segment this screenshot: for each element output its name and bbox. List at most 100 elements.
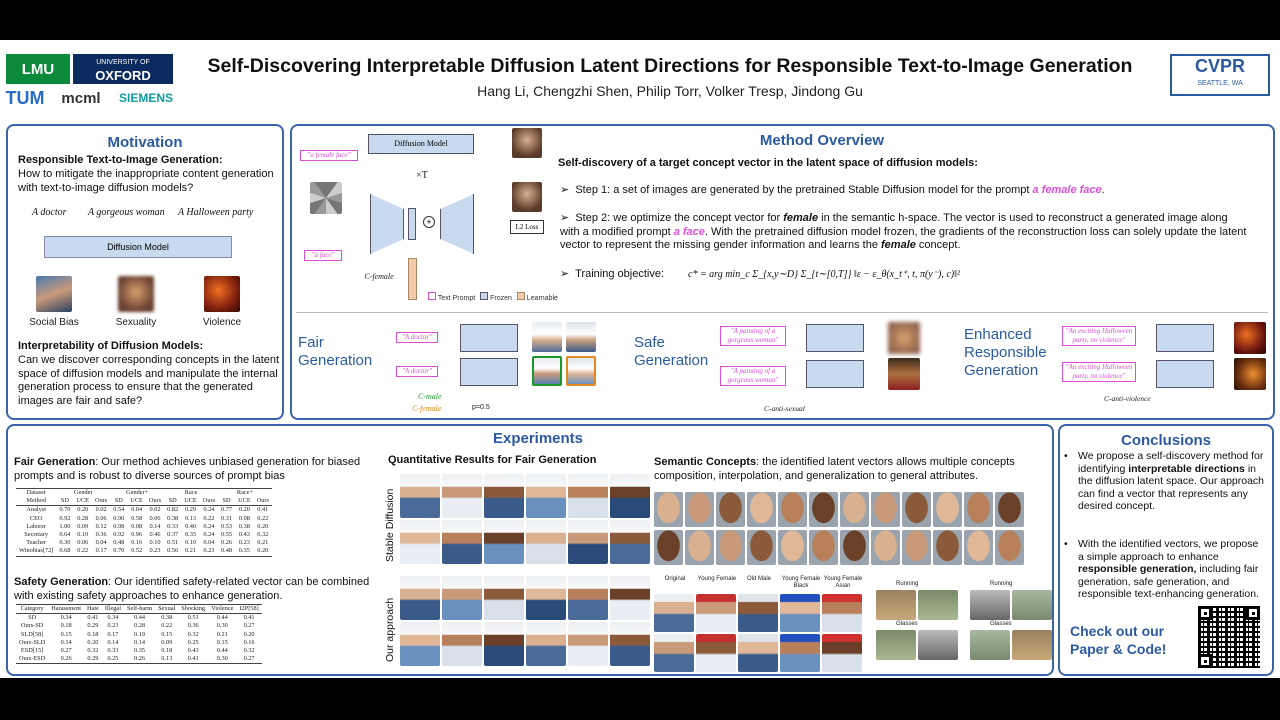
fair-table-cell: 0.29 xyxy=(184,506,196,514)
fair-generation-text: Fair Generation: Our method achieves unb… xyxy=(14,456,361,482)
semantic-image xyxy=(840,530,869,565)
composition-image xyxy=(780,634,820,672)
fair-ours-image-2 xyxy=(566,356,596,386)
social-bias-image xyxy=(36,276,72,312)
fair-table-column-header: SD xyxy=(168,497,177,505)
safety-table-cell: 0.20 xyxy=(87,638,99,646)
safety-table-cell: Ours-SD xyxy=(20,622,44,630)
app-fair-title: Fair Generation xyxy=(298,334,373,369)
fair-table-group: Gender+ xyxy=(126,489,149,496)
quant-image xyxy=(610,474,650,518)
legend-frozen: Frozen xyxy=(490,295,512,302)
violence-caption: Violence xyxy=(202,317,242,328)
app-safe-unet-2 xyxy=(806,360,864,388)
fair-table-cell: 0.70 xyxy=(113,547,125,555)
fair-table-cell: 0.56 xyxy=(167,547,179,555)
prompt-doctor: A doctor xyxy=(32,207,67,218)
fair-table-cell: Teacher xyxy=(26,539,47,547)
fair-table-cell: 0.22 xyxy=(203,514,215,522)
composition-image xyxy=(696,594,736,632)
experiments-panel: Experiments Fair Generation: Our method … xyxy=(6,424,1054,676)
fair-table-cell: 0.22 xyxy=(257,514,269,522)
unet-bottleneck xyxy=(408,208,416,240)
quant-image xyxy=(442,622,482,666)
fair-ours-image-1 xyxy=(532,356,562,386)
unet-decoder xyxy=(440,194,474,254)
safety-table-cell: 0.26 xyxy=(134,655,146,663)
fair-table-cell: Secretary xyxy=(24,531,49,539)
fair-table-cell: 0.36 xyxy=(95,531,107,539)
generalization-image xyxy=(876,630,916,660)
safety-table-cell: 0.36 xyxy=(187,622,199,630)
fair-table-cell: 0.32 xyxy=(257,531,269,539)
fair-table-cell: 0.08 xyxy=(238,514,250,522)
safety-table-cell: 0.44 xyxy=(216,647,228,655)
fair-table-cell: 0.06 xyxy=(149,514,161,522)
safety-generation-text: Safety Generation: Our identified safety… xyxy=(14,576,370,602)
app-enhanced-title: Enhanced Responsible Generation xyxy=(964,326,1047,379)
semantic-image xyxy=(809,492,838,527)
fair-table-cell: 0.04 xyxy=(131,506,143,514)
diagram-recon-face xyxy=(512,182,542,212)
fair-table-cell: Laborer xyxy=(26,522,47,530)
safety-table-cell: 0.34 xyxy=(107,614,119,622)
safety-table-cell: ESD[15] xyxy=(20,647,44,655)
safety-table-cell: 0.18 xyxy=(161,647,173,655)
sexuality-image xyxy=(118,276,154,312)
app-safe-title: Safe Generation xyxy=(634,334,709,369)
quant-image xyxy=(484,474,524,518)
fair-table-cell: 0.02 xyxy=(95,506,107,514)
method-objective-label: ➢ Training objective: xyxy=(560,268,664,280)
semantic-image xyxy=(902,492,931,527)
fair-table-cell: Winobias[72] xyxy=(19,547,54,555)
fair-table-cell: 0.92 xyxy=(59,514,71,522)
fair-table-cell: 0.04 xyxy=(95,539,107,547)
safety-table-cell: 0.13 xyxy=(161,655,173,663)
mcml-logo: mcml xyxy=(61,89,101,107)
quant-image xyxy=(610,520,650,564)
fair-table-cell: 0.52 xyxy=(131,547,143,555)
semantic-image xyxy=(685,530,714,565)
safety-table-cell: Ours-ESD xyxy=(19,655,46,663)
qr-code-icon[interactable] xyxy=(1198,606,1260,668)
semantic-image xyxy=(809,530,838,565)
motivation-q2-title: Interpretability of Diffusion Models: xyxy=(18,340,204,352)
fair-table-cell: 0.35 xyxy=(238,547,250,555)
safety-table-cell: SD xyxy=(28,614,37,622)
quant-image xyxy=(568,520,608,564)
composition-label: Young Female xyxy=(697,576,737,582)
diagram-prompt-female: "a female face" xyxy=(300,150,358,161)
generalization-image xyxy=(918,590,958,620)
fair-table-column-header: SD xyxy=(60,497,69,505)
composition-label: Old Male xyxy=(746,576,771,582)
poster-authors: Hang Li, Chengzhi Shen, Philip Torr, Vol… xyxy=(477,83,863,99)
semantic-image xyxy=(995,530,1024,565)
fair-table-cell: 0.38 xyxy=(238,522,250,530)
siemens-logo: SIEMENS xyxy=(118,91,173,105)
safety-table-cell: Ours-SLD xyxy=(19,638,46,646)
fair-table-column-header: UCE xyxy=(130,497,143,505)
method-step1: ➢ Step 1: a set of images are generated … xyxy=(560,184,1105,196)
safety-table-cell: 0.35 xyxy=(134,647,146,655)
generalization-label: Running xyxy=(990,581,1013,587)
fair-table-group: Dataset xyxy=(26,489,46,496)
safe-sd-image xyxy=(888,322,920,354)
fair-table-cell: 0.53 xyxy=(221,522,233,530)
quant-image xyxy=(526,576,566,620)
fair-table-group: Race+ xyxy=(236,489,254,496)
semantic-image xyxy=(716,492,745,527)
fair-table-cell: 0.54 xyxy=(113,506,125,514)
composition-image xyxy=(738,594,778,632)
conclusion-bullet-2: • With the identified vectors, we propos… xyxy=(1064,538,1259,600)
safety-table-cell: 0.29 xyxy=(87,655,99,663)
fair-table-cell: 0.20 xyxy=(238,506,250,514)
tum-logo: TUM xyxy=(5,87,45,108)
check-out-link[interactable]: Check out our Paper & Code! xyxy=(1070,623,1167,657)
safety-table-cell: 0.09 xyxy=(161,638,173,646)
fair-table-cell: 0.23 xyxy=(203,547,215,555)
fair-table-column-header: Ours xyxy=(95,497,108,505)
fair-table-cell: 0.98 xyxy=(113,522,125,530)
